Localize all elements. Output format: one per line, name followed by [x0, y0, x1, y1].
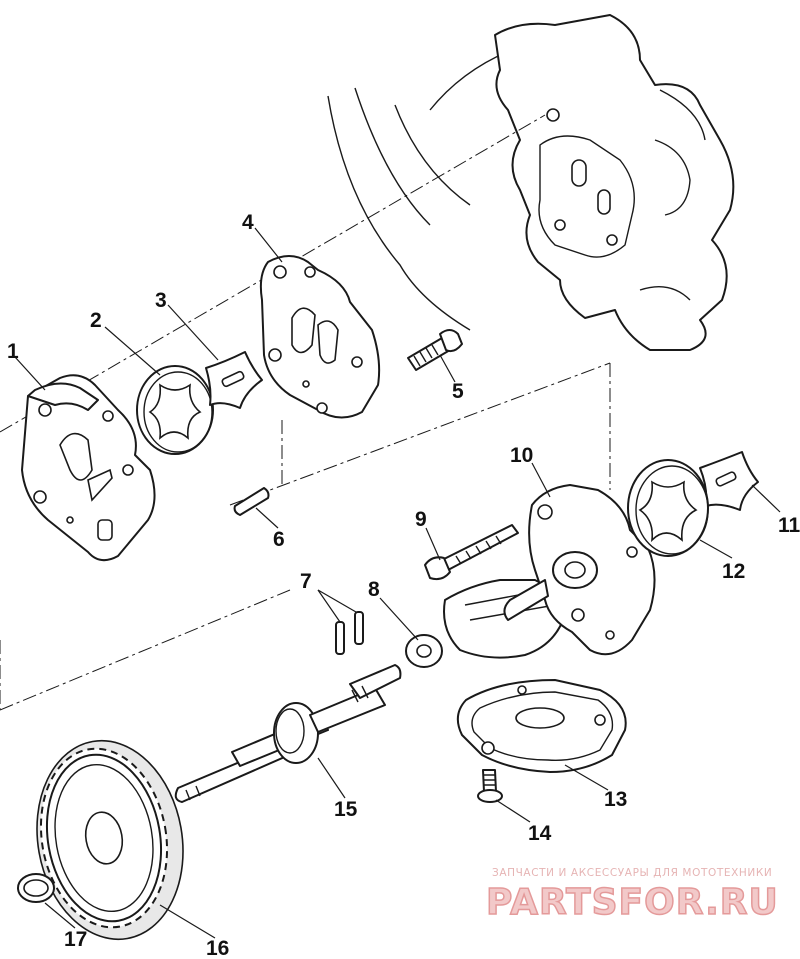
callout-15: 15 [334, 798, 358, 821]
callout-2: 2 [90, 309, 102, 332]
part-6-dowel-pin [233, 487, 270, 516]
callout-3: 3 [155, 289, 167, 312]
engine-case [327, 14, 735, 351]
part-12-outer-rotor [627, 459, 709, 557]
callout-1: 1 [7, 340, 19, 363]
callout-5: 5 [452, 380, 464, 403]
watermark: ЗАПЧАСТИ И АКСЕССУАРЫ ДЛЯ МОТОТЕХНИКИ PA… [485, 867, 779, 924]
part-16-drive-gear [36, 739, 184, 941]
part-7-pins [335, 611, 364, 655]
part-14-screw [477, 769, 503, 803]
part-15-pump-shaft [174, 664, 402, 803]
callout-13: 13 [604, 788, 627, 811]
callout-9: 9 [415, 508, 427, 531]
callout-labels: 1 2 3 4 5 6 7 8 9 10 11 12 13 14 15 16 1… [7, 211, 800, 959]
callout-11: 11 [778, 514, 800, 537]
callout-7: 7 [300, 570, 312, 593]
part-4-pump-body [259, 255, 381, 419]
callout-17: 17 [64, 928, 87, 951]
callout-10: 10 [510, 444, 533, 467]
callout-4: 4 [242, 211, 254, 234]
leader-lines [14, 227, 781, 939]
part-10-pump-housing [443, 484, 656, 659]
callout-12: 12 [722, 560, 745, 583]
callout-14: 14 [528, 822, 552, 845]
part-17-circlip [17, 873, 55, 903]
part-1-pump-cover [21, 374, 156, 562]
part-11-inner-rotor [699, 451, 759, 511]
part-13-gasket-plate [456, 679, 627, 773]
part-9-long-bolt [424, 524, 519, 581]
part-5-bolt [407, 329, 463, 371]
watermark-tagline: ЗАПЧАСТИ И АКСЕССУАРЫ ДЛЯ МОТОТЕХНИКИ [492, 867, 772, 879]
part-2-outer-rotor [136, 365, 214, 455]
callout-8: 8 [368, 578, 380, 601]
callout-16: 16 [206, 937, 229, 959]
part-8-washer [405, 634, 443, 668]
callout-6: 6 [273, 528, 285, 551]
watermark-brand: PARTSFOR.RU [486, 882, 779, 923]
part-3-inner-rotor [205, 351, 263, 409]
